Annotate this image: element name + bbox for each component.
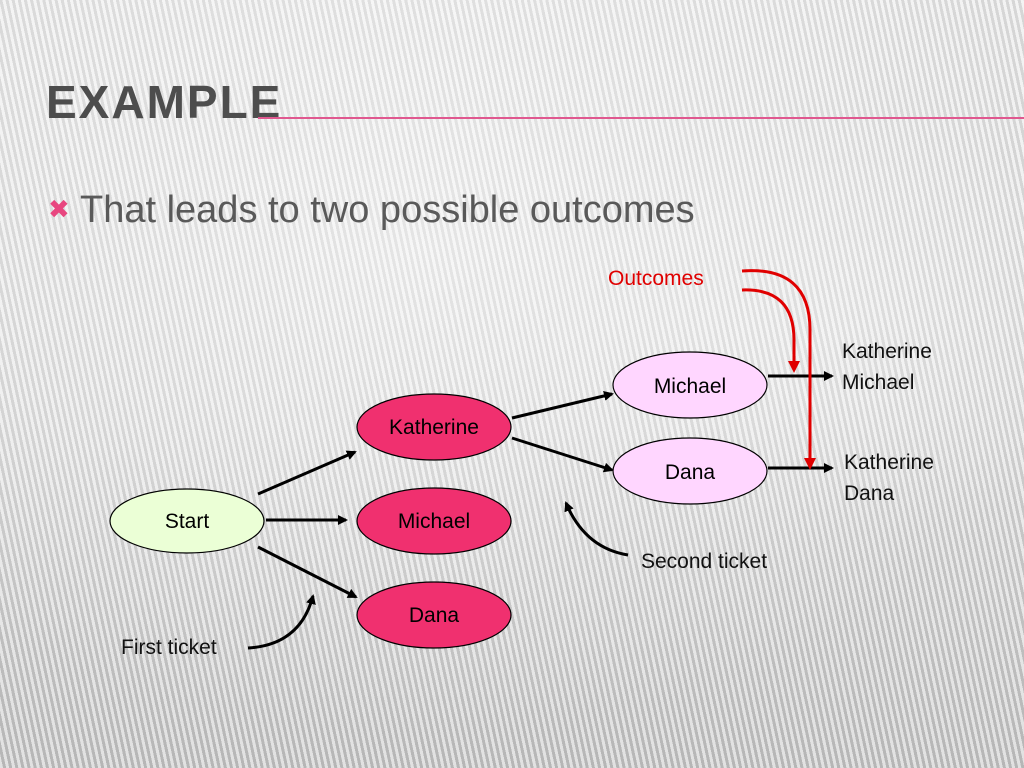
node-first-dana: Dana: [356, 581, 512, 649]
outcome-1-line-2: Michael: [842, 371, 914, 394]
node-start-label: Start: [165, 510, 210, 533]
bullet-text: That leads to two possible outcomes: [80, 189, 695, 231]
node-first-dana-label: Dana: [409, 604, 460, 627]
arrow-katherine-to-michael: [511, 391, 614, 420]
outcome-2-line-2: Dana: [844, 482, 895, 505]
node-first-katherine: Katherine: [356, 393, 512, 461]
node-first-michael-label: Michael: [398, 510, 470, 533]
node-second-michael-label: Michael: [654, 375, 726, 398]
outcomes-pointer-arrow-2: [741, 269, 816, 470]
second-ticket-label: Second ticket: [641, 550, 767, 573]
outcomes-pointer-arrow-1: [741, 288, 800, 373]
outcome-1-line-1: Katherine: [842, 340, 932, 363]
arrow-katherine-to-dana: [511, 436, 614, 473]
node-second-dana-label: Dana: [665, 461, 716, 484]
slide-title: EXAMPLE: [46, 76, 283, 128]
node-second-michael: Michael: [612, 351, 768, 419]
node-first-katherine-label: Katherine: [389, 416, 479, 439]
node-second-dana: Dana: [612, 437, 768, 505]
outcomes-label: Outcomes: [608, 267, 704, 290]
cross-mark-icon: ✖: [48, 195, 70, 225]
outcome-2-line-1: Katherine: [844, 451, 934, 474]
arrow-start-to-dana: [257, 545, 358, 599]
first-ticket-label: First ticket: [121, 636, 217, 659]
arrow-start-to-katherine: [257, 450, 357, 496]
first-ticket-pointer-arrow: [247, 594, 316, 650]
node-start: Start: [109, 488, 265, 554]
second-ticket-pointer-arrow: [564, 501, 629, 557]
title-underline: [258, 117, 1024, 119]
bullet-item: ✖ That leads to two possible outcomes: [48, 188, 695, 232]
node-first-michael: Michael: [356, 487, 512, 555]
